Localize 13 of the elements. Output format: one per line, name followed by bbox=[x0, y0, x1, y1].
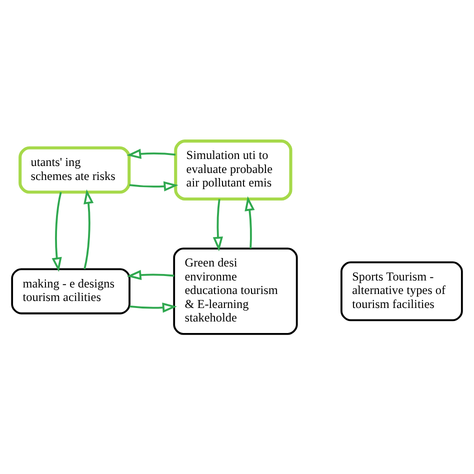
arrow bbox=[212, 198, 223, 251]
arrow bbox=[129, 180, 178, 191]
node-box: Sports Tourism - alternative types of tourism facilities bbox=[340, 260, 463, 321]
arrow bbox=[244, 196, 255, 248]
arrow bbox=[52, 191, 62, 272]
node-box: making - e designs tourism acilities bbox=[11, 268, 130, 314]
node-box: utants' ing schemes ate risks bbox=[18, 146, 131, 194]
arrow bbox=[130, 302, 177, 312]
node-box: Simulation uti to evaluate probable air pollutant emis bbox=[174, 139, 292, 200]
arrow bbox=[126, 269, 174, 280]
node-box: Green desi environme educationa tourism & E-learning stakeholde bbox=[173, 247, 298, 334]
arrow bbox=[84, 188, 94, 269]
arrow bbox=[126, 148, 176, 158]
